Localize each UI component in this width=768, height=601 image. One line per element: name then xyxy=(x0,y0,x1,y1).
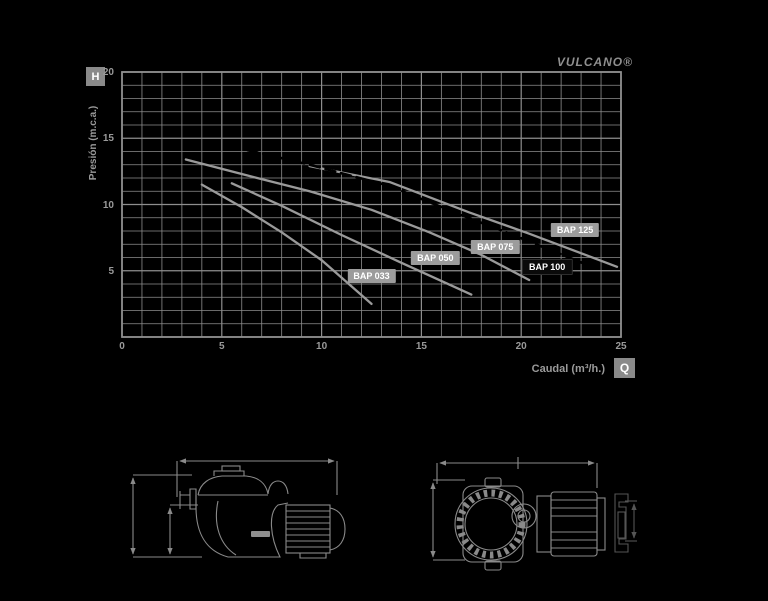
valve-knob xyxy=(267,480,289,495)
coupling xyxy=(536,495,552,553)
flow-axis-badge: Q xyxy=(614,358,635,378)
mount-tab-bottom xyxy=(484,560,502,571)
brand-logo: VULCANO® xyxy=(556,55,633,69)
motor-end-cap xyxy=(329,507,346,551)
x-tick-label: 5 xyxy=(219,341,225,352)
discharge-port xyxy=(511,503,537,529)
x-tick-label: 10 xyxy=(316,341,328,352)
curve-label-bap-100: BAP 100 xyxy=(521,258,573,275)
curve-bap-050 xyxy=(230,182,473,296)
motor-end-view xyxy=(614,493,629,553)
strainer-lid-ribs xyxy=(456,489,526,559)
curve-bap-125 xyxy=(308,164,619,268)
pump-body-label-patch xyxy=(251,531,270,537)
curve-label-bap-050: BAP 050 xyxy=(411,250,460,265)
x-tick-label: 15 xyxy=(415,341,427,352)
x-tick-label: 20 xyxy=(515,341,527,352)
pump-top-view-drawing xyxy=(430,457,637,571)
motor-foot xyxy=(299,553,327,559)
curve-label-bap-125: BAP 125 xyxy=(550,222,600,237)
mount-tab-top xyxy=(484,477,502,488)
x-tick-label: 0 xyxy=(119,341,125,352)
curve-label-bap-033: BAP 033 xyxy=(347,269,396,284)
curve-bap-075 xyxy=(184,158,531,282)
curve-bap-100 xyxy=(246,148,597,270)
pump-body xyxy=(195,495,289,558)
pump-side-view-drawing xyxy=(130,458,346,559)
y-tick-label: 5 xyxy=(108,265,114,277)
y-tick-label: 20 xyxy=(102,67,114,78)
x-tick-label: 25 xyxy=(615,341,627,352)
motor-top-view xyxy=(550,491,598,557)
x-axis-title: Caudal (m³/h.) xyxy=(531,363,605,375)
y-tick-label: 10 xyxy=(102,199,114,211)
curve-bap-033 xyxy=(200,183,373,306)
head-axis-badge: H xyxy=(86,67,105,86)
prefilter-lid xyxy=(197,475,269,496)
y-tick-label: 15 xyxy=(102,133,114,145)
inlet-port xyxy=(179,488,197,510)
plot-grid-and-curves xyxy=(121,71,622,338)
curve-label-bap-075: BAP 075 xyxy=(471,239,520,254)
strainer-lid-outer xyxy=(454,487,528,561)
